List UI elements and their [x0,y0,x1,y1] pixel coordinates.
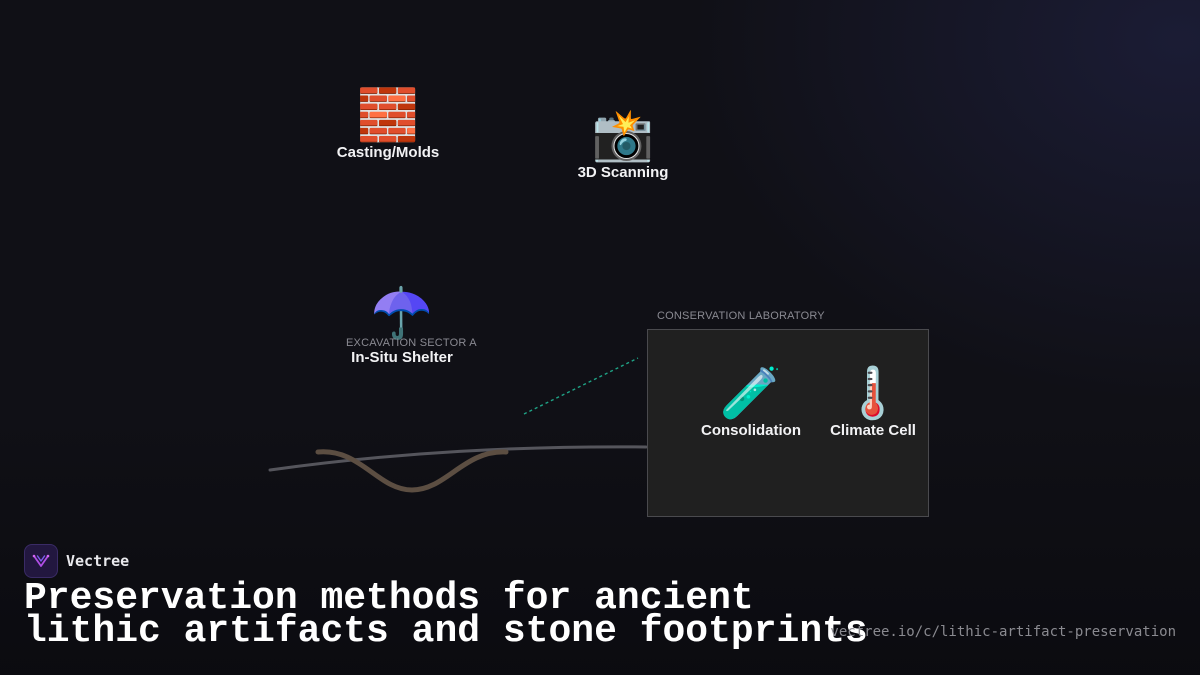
node-in-situ-shelter-label: In-Situ Shelter [337,349,467,366]
connector-brown-wave [315,449,509,493]
connector-gray-line [268,445,648,472]
brick-wall-icon: 🧱 [356,86,420,144]
title-line-1: Preservation methods for ancient [24,577,754,620]
node-label: In-Situ Shelter [351,349,453,366]
title-line-2: lithic artifacts and stone footprints [24,610,868,653]
page-title: Preservation methods for ancient lithic … [24,577,868,653]
test-tube-icon: 🧪 [719,364,783,422]
node-3d-scanning[interactable]: 📸 3D Scanning [553,106,693,181]
node-label: 3D Scanning [577,164,669,181]
node-consolidation[interactable]: 🧪 Consolidation [690,364,812,439]
vectree-logo-icon [24,544,58,578]
node-in-situ-shelter[interactable]: ☂️ [337,284,467,342]
node-label: Climate Cell [830,422,916,439]
node-casting-molds[interactable]: 🧱 Casting/Molds [318,86,458,161]
brand-name: Vectree [66,552,130,570]
group-label-conservation-lab: CONSERVATION LABORATORY [657,310,825,322]
node-label: Casting/Molds [336,144,440,161]
umbrella-icon: ☂️ [370,284,434,342]
source-url[interactable]: vectree.io/c/lithic-artifact-preservatio… [830,624,1176,640]
connector-dashed-teal [523,357,639,415]
brand[interactable]: Vectree [24,544,129,578]
node-climate-cell[interactable]: 🌡️ Climate Cell [818,364,928,439]
thermometer-icon: 🌡️ [841,364,905,422]
group-label-excavation-sector: EXCAVATION SECTOR A [346,337,477,349]
node-label: Consolidation [701,422,801,439]
conservation-lab-group[interactable] [647,329,929,517]
camera-flash-icon: 📸 [591,106,655,164]
